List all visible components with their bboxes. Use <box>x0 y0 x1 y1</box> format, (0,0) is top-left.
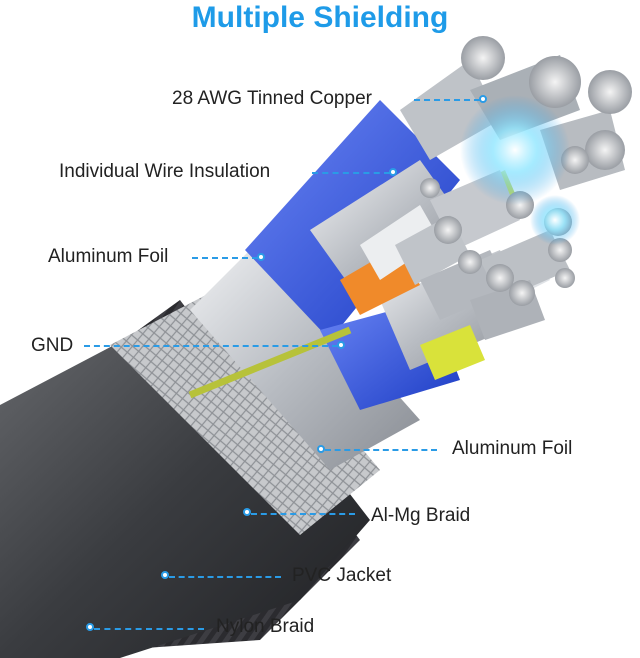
wire-end-cap <box>509 280 535 306</box>
leader-pvc <box>169 576 281 578</box>
leader-insulation <box>312 172 390 174</box>
yellow-wire-insulation <box>420 325 485 380</box>
label-copper: 28 AWG Tinned Copper <box>172 88 372 109</box>
leader-copper <box>414 99 480 101</box>
anchor-dot-pvc <box>161 571 169 579</box>
label-foil-left: Aluminum Foil <box>48 246 169 267</box>
wire-end-cap <box>458 250 482 274</box>
label-gnd: GND <box>31 335 74 356</box>
anchor-dot-gnd <box>337 341 345 349</box>
wire-end-cap <box>588 70 632 114</box>
aluminum-foil-outer-layer <box>190 240 420 470</box>
leader-nylon <box>94 628 204 630</box>
label-pvc: PVC Jacket <box>292 565 392 586</box>
anchor-dot-nylon <box>86 623 94 631</box>
anchor-dot-foil-left <box>257 253 265 261</box>
gnd-wire <box>188 326 352 399</box>
wire-end-cap <box>555 268 575 288</box>
label-almg: Al-Mg Braid <box>371 505 471 526</box>
leader-foil-right <box>325 449 437 451</box>
energy-glow <box>460 95 570 205</box>
pvc-jacket-layer <box>0 300 370 658</box>
wire-end-cap <box>486 264 514 292</box>
anchor-dot-almg <box>243 508 251 516</box>
wire-end-cap <box>529 56 581 108</box>
wire-end-cap <box>585 130 625 170</box>
wire-end-cap <box>461 36 505 80</box>
label-foil-right: Aluminum Foil <box>452 438 573 459</box>
anchor-dot-insulation <box>389 168 397 176</box>
anchor-dot-copper <box>479 95 487 103</box>
wire-end-cap <box>434 216 462 244</box>
wire-end-cap <box>420 178 440 198</box>
leader-almg <box>251 513 355 515</box>
label-nylon: Nylon Braid <box>216 616 315 637</box>
page-title: Multiple Shielding <box>191 1 449 34</box>
anchor-dot-foil-right <box>317 445 325 453</box>
energy-glow-small <box>530 195 580 245</box>
label-insulation: Individual Wire Insulation <box>59 161 271 182</box>
leader-foil-left <box>192 257 258 259</box>
al-mg-braid-layer <box>110 285 380 535</box>
leader-gnd <box>84 345 338 347</box>
